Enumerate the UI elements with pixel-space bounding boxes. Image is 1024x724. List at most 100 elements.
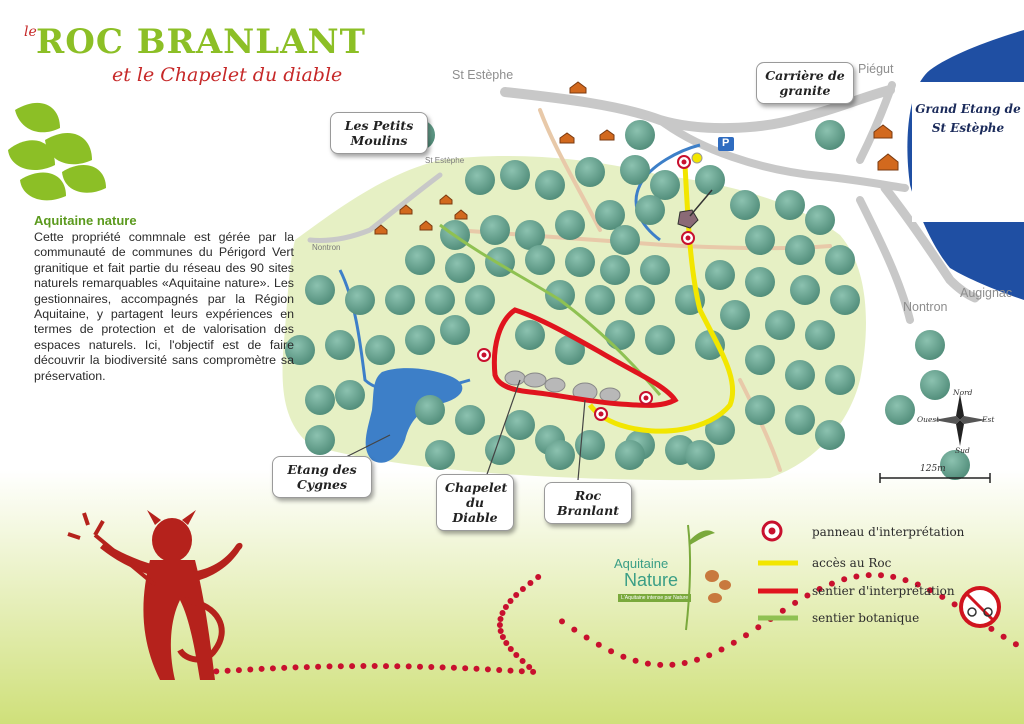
tree xyxy=(405,325,435,355)
legend-item-botanique: sentier botanique xyxy=(812,611,920,625)
trail-dot xyxy=(526,664,533,670)
tree xyxy=(605,320,635,350)
trail-dot xyxy=(632,657,639,664)
tree xyxy=(335,380,365,410)
tree xyxy=(645,325,675,355)
label-petits-moulins: Les Petits Moulins xyxy=(330,112,428,154)
tree xyxy=(405,245,435,275)
trail-dot xyxy=(865,572,872,579)
trail-dot xyxy=(507,667,514,674)
trail-botanique xyxy=(439,223,662,396)
trail-dot xyxy=(499,610,506,616)
tree xyxy=(305,385,335,415)
tree xyxy=(305,275,335,305)
label-carriere: Carrière de granite xyxy=(756,62,854,104)
tree xyxy=(555,335,585,365)
trail-dot xyxy=(513,652,520,658)
tree xyxy=(640,255,670,285)
place-piegut: Piégut xyxy=(858,62,894,76)
trail-dot xyxy=(360,663,367,669)
tree xyxy=(555,210,585,240)
legend-panel-icon xyxy=(761,520,783,542)
trail-dot xyxy=(499,634,506,640)
trail-dot xyxy=(303,664,310,671)
trail-dot xyxy=(694,656,700,663)
place-augignac: Augignac xyxy=(960,286,1013,300)
tree xyxy=(825,365,855,395)
trail-dot xyxy=(620,653,627,660)
tree xyxy=(455,405,485,435)
tree xyxy=(515,320,545,350)
tree xyxy=(785,405,815,435)
trail-dot xyxy=(518,668,525,675)
compass-rose xyxy=(934,394,986,446)
trail-dot xyxy=(349,663,356,670)
tree xyxy=(625,285,655,315)
scale-label: 125m xyxy=(920,464,946,474)
tree xyxy=(705,415,735,445)
trail-dot xyxy=(571,626,578,633)
tree xyxy=(515,220,545,250)
trail-dot xyxy=(595,641,602,648)
tree xyxy=(940,450,970,480)
trail-dot xyxy=(816,586,823,592)
intro-block: Aquitaine nature Cette propriété commnal… xyxy=(34,213,294,384)
logo-line1: Aquitaine xyxy=(614,556,669,571)
legend-item-panneau: panneau d'interprétation xyxy=(812,525,965,539)
tree xyxy=(685,440,715,470)
trail-dot xyxy=(213,668,220,675)
tree xyxy=(815,420,845,450)
tree xyxy=(305,425,335,455)
tree xyxy=(705,260,735,290)
tree xyxy=(600,255,630,285)
tree xyxy=(545,440,575,470)
trail-dot xyxy=(417,663,423,670)
no-bikes-sign xyxy=(959,586,1001,628)
trail-dot xyxy=(394,663,401,670)
logo-line2: Nature xyxy=(624,570,679,590)
trail-dot xyxy=(644,660,651,667)
tree xyxy=(815,120,845,150)
tree xyxy=(485,247,515,277)
trail-dot xyxy=(507,598,514,604)
leaves-decoration xyxy=(8,102,106,201)
tree xyxy=(425,440,455,470)
trail-dot xyxy=(988,625,995,632)
tree xyxy=(285,335,315,365)
trail-dot xyxy=(681,660,688,666)
trail-dot xyxy=(405,663,412,670)
trail-dot xyxy=(559,618,565,625)
trail-dot xyxy=(706,652,713,659)
tree xyxy=(325,330,355,360)
tree xyxy=(345,285,375,315)
tree xyxy=(415,395,445,425)
trail-acces-roc xyxy=(587,164,736,434)
tree xyxy=(790,275,820,305)
trail-dot xyxy=(235,667,242,674)
trail-dot xyxy=(383,663,389,670)
tree xyxy=(595,200,625,230)
trail-dot xyxy=(755,624,762,631)
trail-dot xyxy=(513,592,520,598)
tree xyxy=(565,247,595,277)
trail-dot xyxy=(779,607,786,614)
trail-dot xyxy=(497,628,504,634)
tree xyxy=(825,245,855,275)
intro-heading: Aquitaine nature xyxy=(34,213,137,228)
trail-dot xyxy=(914,581,921,588)
place-st-estephe-small: St Estèphe xyxy=(425,156,465,165)
tree xyxy=(625,120,655,150)
trail-dot xyxy=(743,632,749,639)
tree xyxy=(915,330,945,360)
tree xyxy=(745,225,775,255)
tree xyxy=(765,310,795,340)
trail-dot xyxy=(608,648,615,655)
trail-dot xyxy=(1000,633,1007,640)
trail-dot xyxy=(804,592,811,599)
trail-dot xyxy=(519,658,526,664)
rock-pile xyxy=(504,370,621,403)
trail-dot xyxy=(1012,641,1019,648)
trail-dot xyxy=(669,661,676,668)
tree xyxy=(365,335,395,365)
tree xyxy=(575,430,605,460)
